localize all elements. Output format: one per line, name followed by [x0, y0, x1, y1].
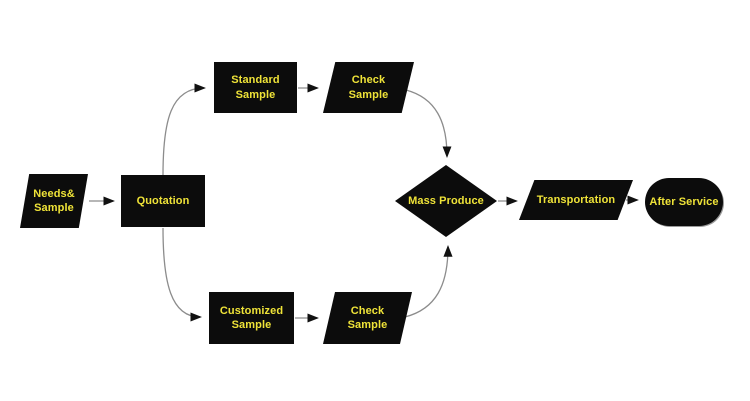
edge-check-sample-bottom-to-mass-produce — [404, 245, 453, 318]
edge-quotation-to-standard-sample — [162, 83, 206, 176]
edge-quotation-to-customized-sample — [162, 227, 202, 322]
node-after-service-terminator: After Service — [645, 178, 723, 226]
node-customized-sample: Customized Sample — [209, 292, 294, 344]
node-standard-sample: Standard Sample — [214, 62, 297, 113]
node-check-sample-top: Check Sample — [323, 62, 414, 113]
node-quotation: Quotation — [121, 175, 205, 227]
node-transportation: Transportation — [519, 180, 633, 220]
edge-check-sample-top-to-mass-produce — [405, 89, 452, 158]
node-needs-and-sample: Needs& Sample — [20, 174, 88, 228]
node-check-sample-bottom: Check Sample — [323, 292, 412, 344]
